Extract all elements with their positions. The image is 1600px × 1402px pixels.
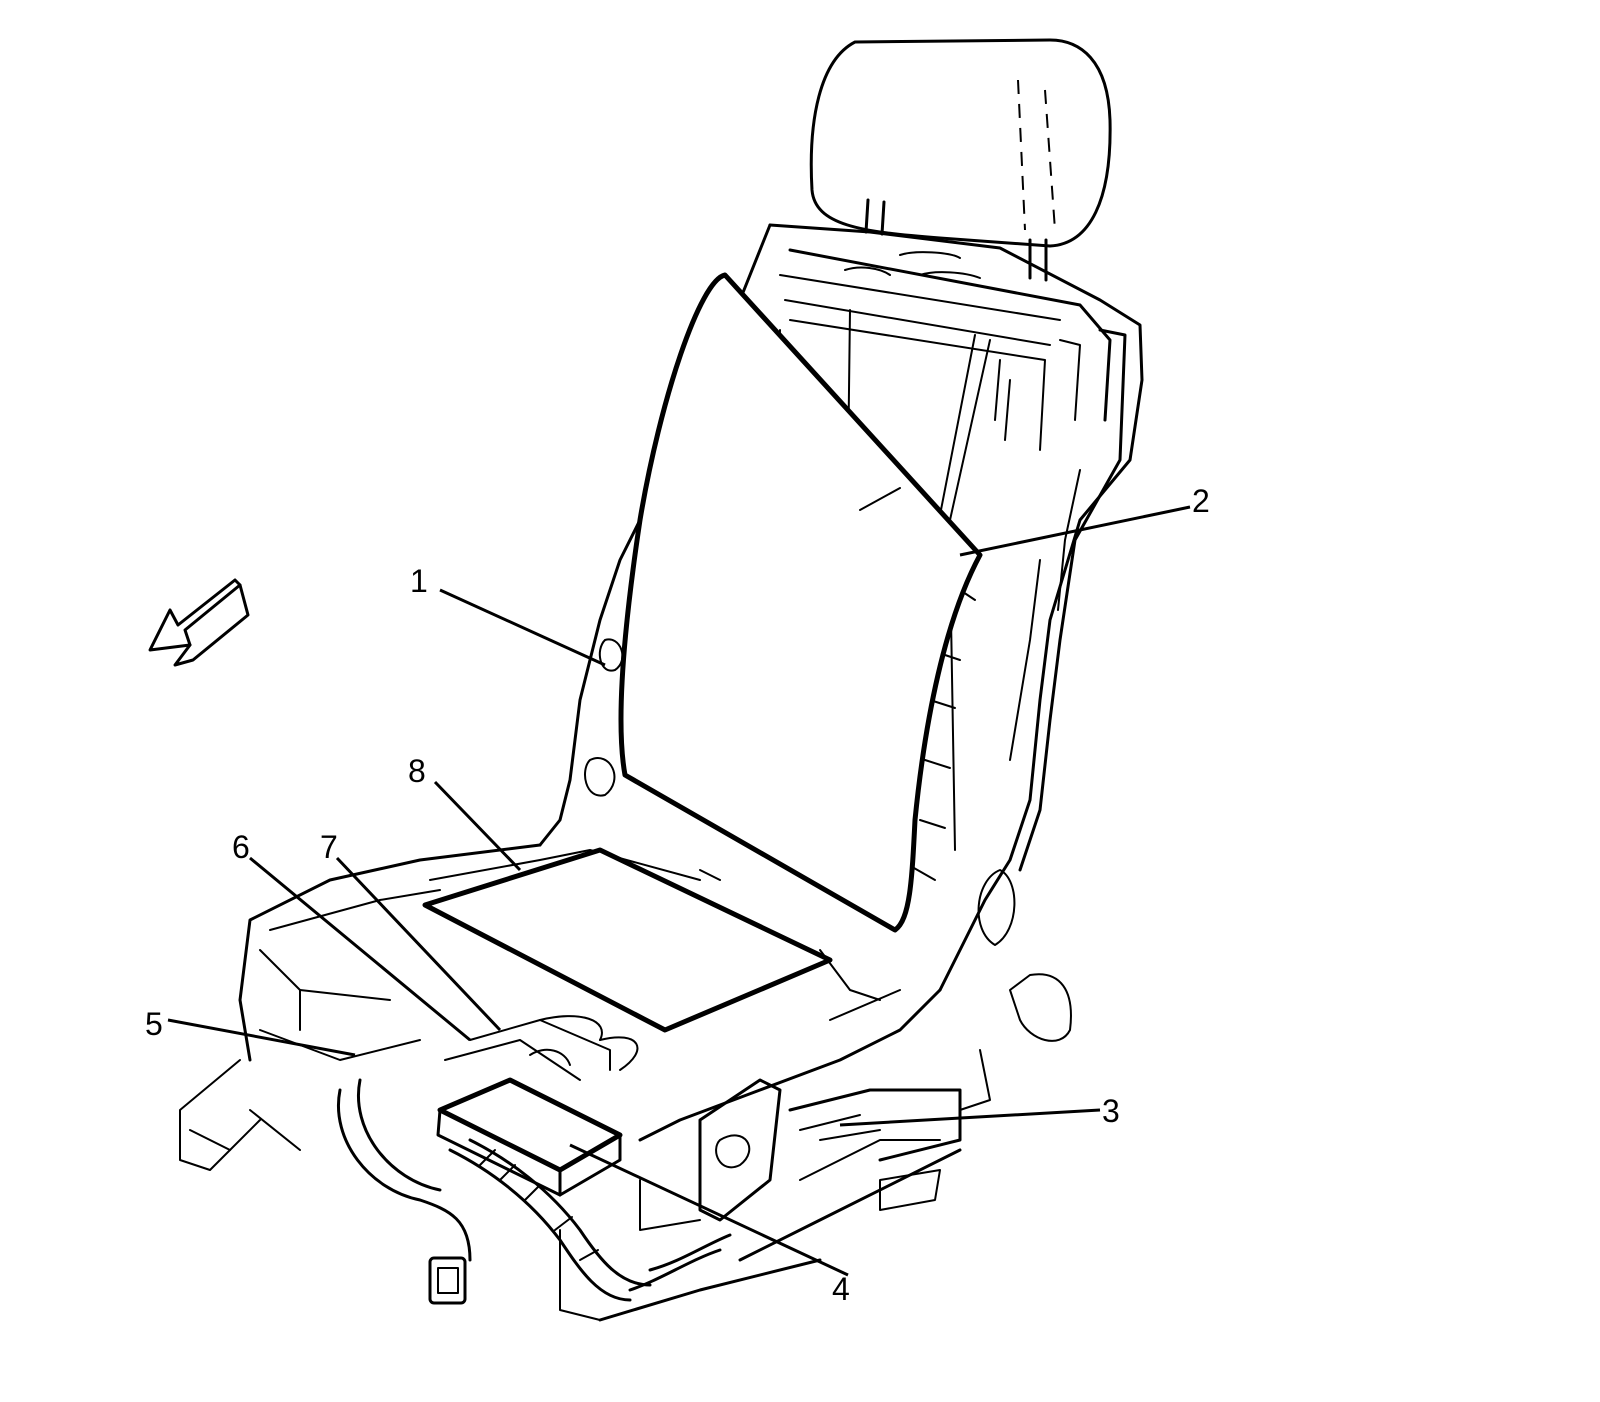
leader-6 xyxy=(249,856,471,1042)
leader-8 xyxy=(433,780,522,872)
leader-4 xyxy=(569,1143,849,1277)
callout-6: 6 xyxy=(232,829,250,865)
seat-cushion-frame xyxy=(179,843,942,1171)
headrest xyxy=(809,38,1112,282)
leader-5 xyxy=(167,1018,356,1057)
callout-5: 5 xyxy=(145,1006,163,1042)
callout-3: 3 xyxy=(1102,1093,1120,1129)
seat-back-sensor-pad xyxy=(618,272,983,933)
callout-labels: 1 2 3 4 5 6 7 8 xyxy=(145,483,1210,1307)
leader-7 xyxy=(335,856,502,1032)
seat-cushion-sensor-pad xyxy=(422,847,833,1033)
leader-3 xyxy=(839,1108,1101,1127)
callout-7: 7 xyxy=(320,829,338,865)
sensor-module xyxy=(436,1019,623,1197)
seat-track-assembly xyxy=(559,1049,991,1322)
leader-2 xyxy=(959,505,1191,557)
callout-8: 8 xyxy=(408,753,426,789)
callout-1: 1 xyxy=(410,563,428,599)
callout-4: 4 xyxy=(832,1271,850,1307)
front-direction-arrow-icon xyxy=(148,578,250,667)
callout-2: 2 xyxy=(1192,483,1210,519)
leader-1 xyxy=(439,588,606,667)
callout-leaders xyxy=(167,505,1191,1277)
